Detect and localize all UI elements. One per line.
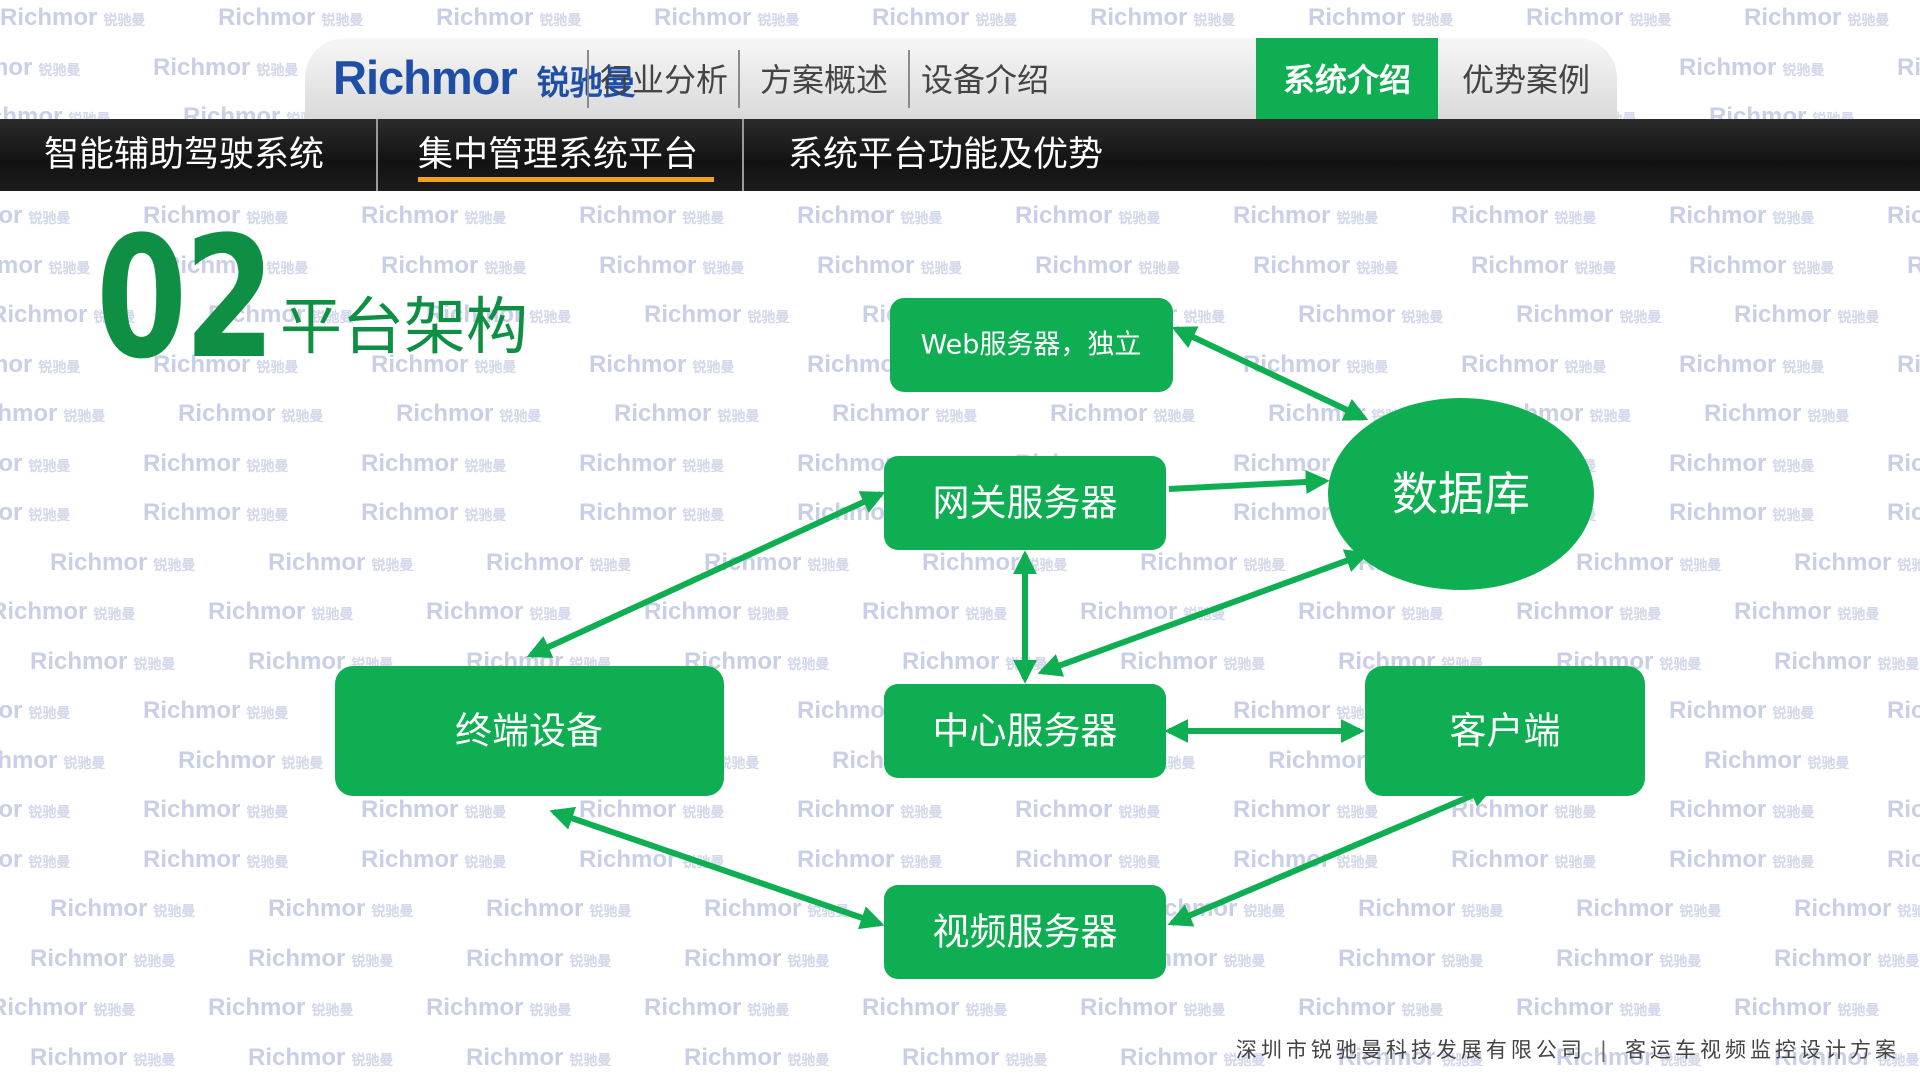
watermark-row: Richmor锐驰曼Richmor锐驰曼Richmor锐驰曼Richmor锐驰曼… — [0, 400, 1850, 427]
footer-separator: | — [1599, 1038, 1611, 1062]
watermark-row: Richmor锐驰曼Richmor锐驰曼Richmor锐驰曼Richmor锐驰曼… — [0, 202, 1920, 229]
footer-document-title: 客运车视频监控设计方案 — [1625, 1038, 1900, 1062]
diagram-nodes: Web服务器，独立 网关服务器 数据库 终端设备 中心服务器 客户端 视频服务器 — [335, 298, 1645, 979]
edge-web-database — [1171, 326, 1369, 421]
node-database[interactable]: 数据库 — [1328, 398, 1594, 590]
footer: 深圳市锐驰曼科技发展有限公司 | 客运车视频监控设计方案 — [1236, 1035, 1900, 1065]
edge-center-database — [1037, 549, 1370, 677]
edge-gateway-database — [1168, 469, 1330, 494]
subnav-separator — [376, 119, 378, 191]
sub-nav-bar: 智能辅助驾驶系统 集中管理系统平台 系统平台功能及优势 — [0, 119, 1920, 191]
node-client-label: 客户端 — [1450, 710, 1561, 753]
watermark-row: Richmor锐驰曼Richmor锐驰曼Richmor锐驰曼Richmor锐驰曼… — [0, 994, 1880, 1021]
subtab-driver-assist[interactable]: 智能辅助驾驶系统 — [44, 135, 325, 175]
brand-name: Richmor — [333, 51, 518, 104]
node-video-server-label: 视频服务器 — [933, 911, 1118, 954]
edge-gateway-terminal — [526, 491, 886, 658]
active-subtab-underline — [418, 177, 714, 182]
node-web-server[interactable]: Web服务器，独立 — [890, 298, 1173, 392]
node-terminal-device-label: 终端设备 — [455, 710, 603, 753]
node-client[interactable]: 客户端 — [1365, 666, 1645, 796]
tab-device-intro[interactable]: 设备介绍 — [920, 61, 1049, 99]
brand-cn-name: 锐驰曼 — [537, 56, 636, 104]
section-number: 02 — [96, 200, 275, 396]
node-terminal-device[interactable]: 终端设备 — [335, 666, 724, 796]
nav-separator — [587, 50, 589, 108]
footer-company: 深圳市锐驰曼科技发展有限公司 — [1235, 1038, 1586, 1062]
watermark-row: Richmor锐驰曼Richmor锐驰曼Richmor锐驰曼Richmor锐驰曼… — [0, 251, 1920, 279]
section-title: 平台架构 — [280, 290, 529, 363]
edge-terminal-video — [549, 806, 885, 930]
node-center-server[interactable]: 中心服务器 — [884, 684, 1166, 778]
subnav-separator — [742, 119, 744, 191]
node-center-server-label: 中心服务器 — [933, 710, 1118, 753]
nav-separator — [908, 50, 910, 108]
node-web-server-label: Web服务器，独立 — [921, 330, 1142, 361]
tab-advantage-cases[interactable]: 优势案例 — [1461, 61, 1590, 99]
tab-system-intro[interactable]: 系统介绍 — [1256, 38, 1438, 120]
subtab-platform-features[interactable]: 系统平台功能及优势 — [788, 135, 1104, 175]
node-video-server[interactable]: 视频服务器 — [884, 885, 1166, 979]
brand-logo: Richmor 锐驰曼 — [333, 50, 636, 110]
subtab-central-platform[interactable]: 集中管理系统平台 — [418, 135, 699, 175]
tab-industry-analysis[interactable]: 行业分析 — [599, 61, 728, 99]
node-gateway-server-label: 网关服务器 — [933, 482, 1118, 525]
edge-video-client — [1167, 784, 1495, 927]
node-database-label: 数据库 — [1392, 467, 1530, 521]
node-gateway-server[interactable]: 网关服务器 — [884, 456, 1166, 550]
top-nav-bar: Richmor 锐驰曼 行业分析 方案概述 设备介绍 系统介绍 优势案例 — [305, 38, 1617, 120]
nav-separator — [738, 50, 740, 108]
diagram-edges — [526, 326, 1495, 930]
tab-solution-overview[interactable]: 方案概述 — [759, 61, 888, 99]
